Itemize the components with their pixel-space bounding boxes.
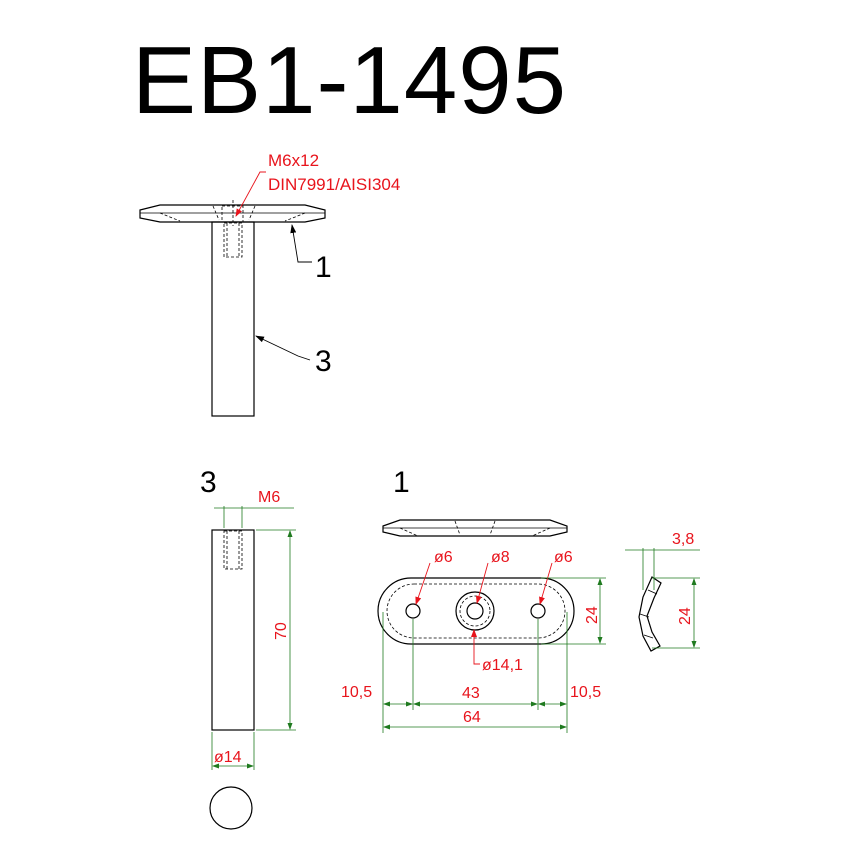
drawing-title: EB1-1495 — [132, 27, 567, 134]
note-leader — [235, 171, 266, 217]
screw-note-line1: M6x12 — [268, 151, 319, 170]
assembly-plate — [139, 204, 326, 223]
tube-elevation — [211, 529, 255, 731]
dim-side-width: 24 — [677, 607, 694, 625]
callout-tube-assembly: 3 — [315, 345, 332, 378]
plate-side-profile — [382, 519, 568, 537]
dim-hole-spacing: 43 — [462, 685, 480, 702]
dim-length: 70 — [273, 622, 290, 640]
plate-side-section: 3,8 24 — [625, 531, 700, 652]
tube-end-view — [209, 786, 253, 830]
assembly-view: M6x12 DIN7991/AISI304 1 3 — [139, 151, 400, 417]
dim-thickness: 3,8 — [672, 531, 694, 548]
hole-left — [405, 603, 421, 619]
plate-detail-view: 1 ø6 ø8 ø6 ø14,1 24 — [341, 466, 606, 733]
assembly-tube — [211, 221, 255, 417]
tube-detail-view: 3 M6 70 ø14 — [200, 466, 296, 830]
callout-1-leader — [290, 224, 312, 263]
dim-edge-right: 10,5 — [570, 684, 601, 701]
dim-tube-dia: ø14 — [214, 749, 242, 766]
dim-hole-left: ø6 — [434, 549, 453, 566]
callout-3-leader — [255, 335, 311, 361]
hole-right — [530, 603, 546, 619]
callout-plate-assembly: 1 — [315, 251, 332, 284]
dim-overall: 64 — [463, 709, 481, 726]
dim-thread: M6 — [258, 489, 280, 506]
dim-hole-right: ø6 — [554, 549, 573, 566]
dim-width: 24 — [584, 606, 601, 624]
callout-plate-detail: 1 — [393, 466, 410, 499]
counterbore-outer — [455, 591, 495, 631]
dim-hole-center: ø8 — [491, 549, 510, 566]
dim-counterbore: ø14,1 — [482, 657, 523, 674]
callout-tube-detail: 3 — [200, 466, 217, 499]
hole-center — [466, 602, 484, 620]
dim-edge-left: 10,5 — [341, 684, 372, 701]
screw-note-line2: DIN7991/AISI304 — [268, 175, 400, 194]
